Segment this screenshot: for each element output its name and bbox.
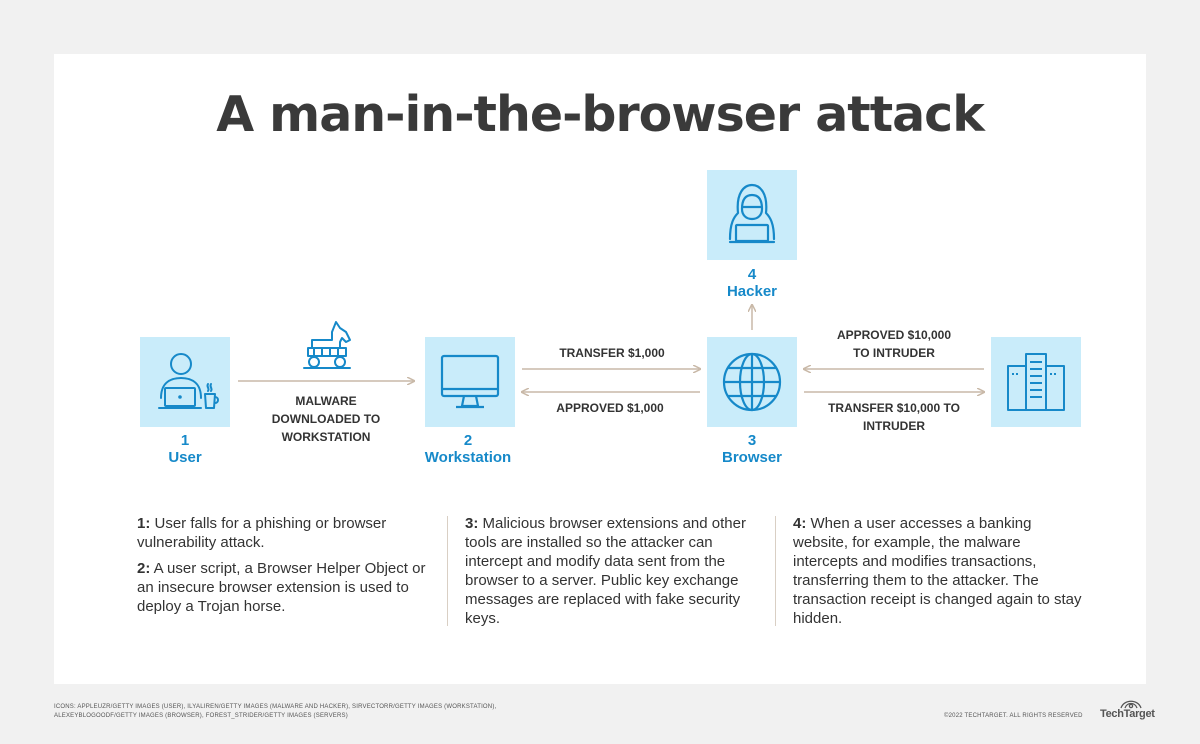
transfer-intruder-label: TRANSFER $10,000 TO INTRUDER — [828, 401, 960, 433]
monitor-icon — [440, 354, 500, 409]
servers-icon — [1007, 353, 1065, 411]
approved-intruder-label: APPROVED $10,000 TO INTRUDER — [836, 328, 952, 360]
diagram-title: A man-in-the-browser attack — [216, 86, 985, 143]
divider-1 — [447, 516, 448, 626]
hooded-hacker-icon — [728, 183, 776, 244]
server-node-box — [991, 337, 1081, 427]
trojan-horse-icon — [303, 321, 351, 369]
globe-icon — [722, 352, 782, 412]
divider-2 — [775, 516, 776, 626]
approved-label: APPROVED $1,000 — [556, 401, 664, 415]
user-laptop-icon — [158, 353, 219, 409]
techtarget-logo-icon — [1120, 700, 1142, 709]
user-node-box — [140, 337, 230, 427]
workstation-label: 2 Workstation — [398, 432, 538, 466]
steps-column-1: 1: User falls for a phishing or browser … — [137, 514, 429, 623]
steps-column-2: 3: Malicious browser extensions and othe… — [465, 514, 757, 635]
user-label: 1 User — [115, 432, 255, 466]
malware-label: MALWARE DOWNLOADED TO WORKSTATION — [271, 394, 381, 444]
copyright: ©2022 TECHTARGET. ALL RIGHTS RESERVED — [944, 713, 1083, 719]
step-1: 1: User falls for a phishing or browser … — [137, 515, 387, 551]
browser-name: Browser — [721, 449, 783, 466]
hacker-node-box — [707, 170, 797, 260]
hacker-label: 4 Hacker — [682, 266, 822, 300]
browser-node-box — [707, 337, 797, 427]
step-2: 2: A user script, a Browser Helper Objec… — [137, 560, 426, 615]
user-name: User — [168, 449, 202, 466]
hacker-number: 4 — [747, 266, 757, 283]
hacker-name: Hacker — [726, 283, 778, 300]
techtarget-brand: TechTarget — [1100, 708, 1155, 720]
icon-credits: ICONS: APPLEUZR/GETTY IMAGES (USER), ILY… — [54, 704, 497, 719]
workstation-number: 2 — [463, 432, 473, 449]
workstation-node-box — [425, 337, 515, 427]
steps-column-3: 4: When a user accesses a banking websit… — [793, 514, 1083, 635]
browser-label: 3 Browser — [682, 432, 822, 466]
user-number: 1 — [180, 432, 190, 449]
transfer-label: TRANSFER $1,000 — [559, 346, 665, 360]
step-3: 3: Malicious browser extensions and othe… — [465, 515, 746, 627]
step-4: 4: When a user accesses a banking websit… — [793, 515, 1082, 627]
browser-number: 3 — [747, 432, 757, 449]
workstation-name: Workstation — [424, 449, 512, 466]
